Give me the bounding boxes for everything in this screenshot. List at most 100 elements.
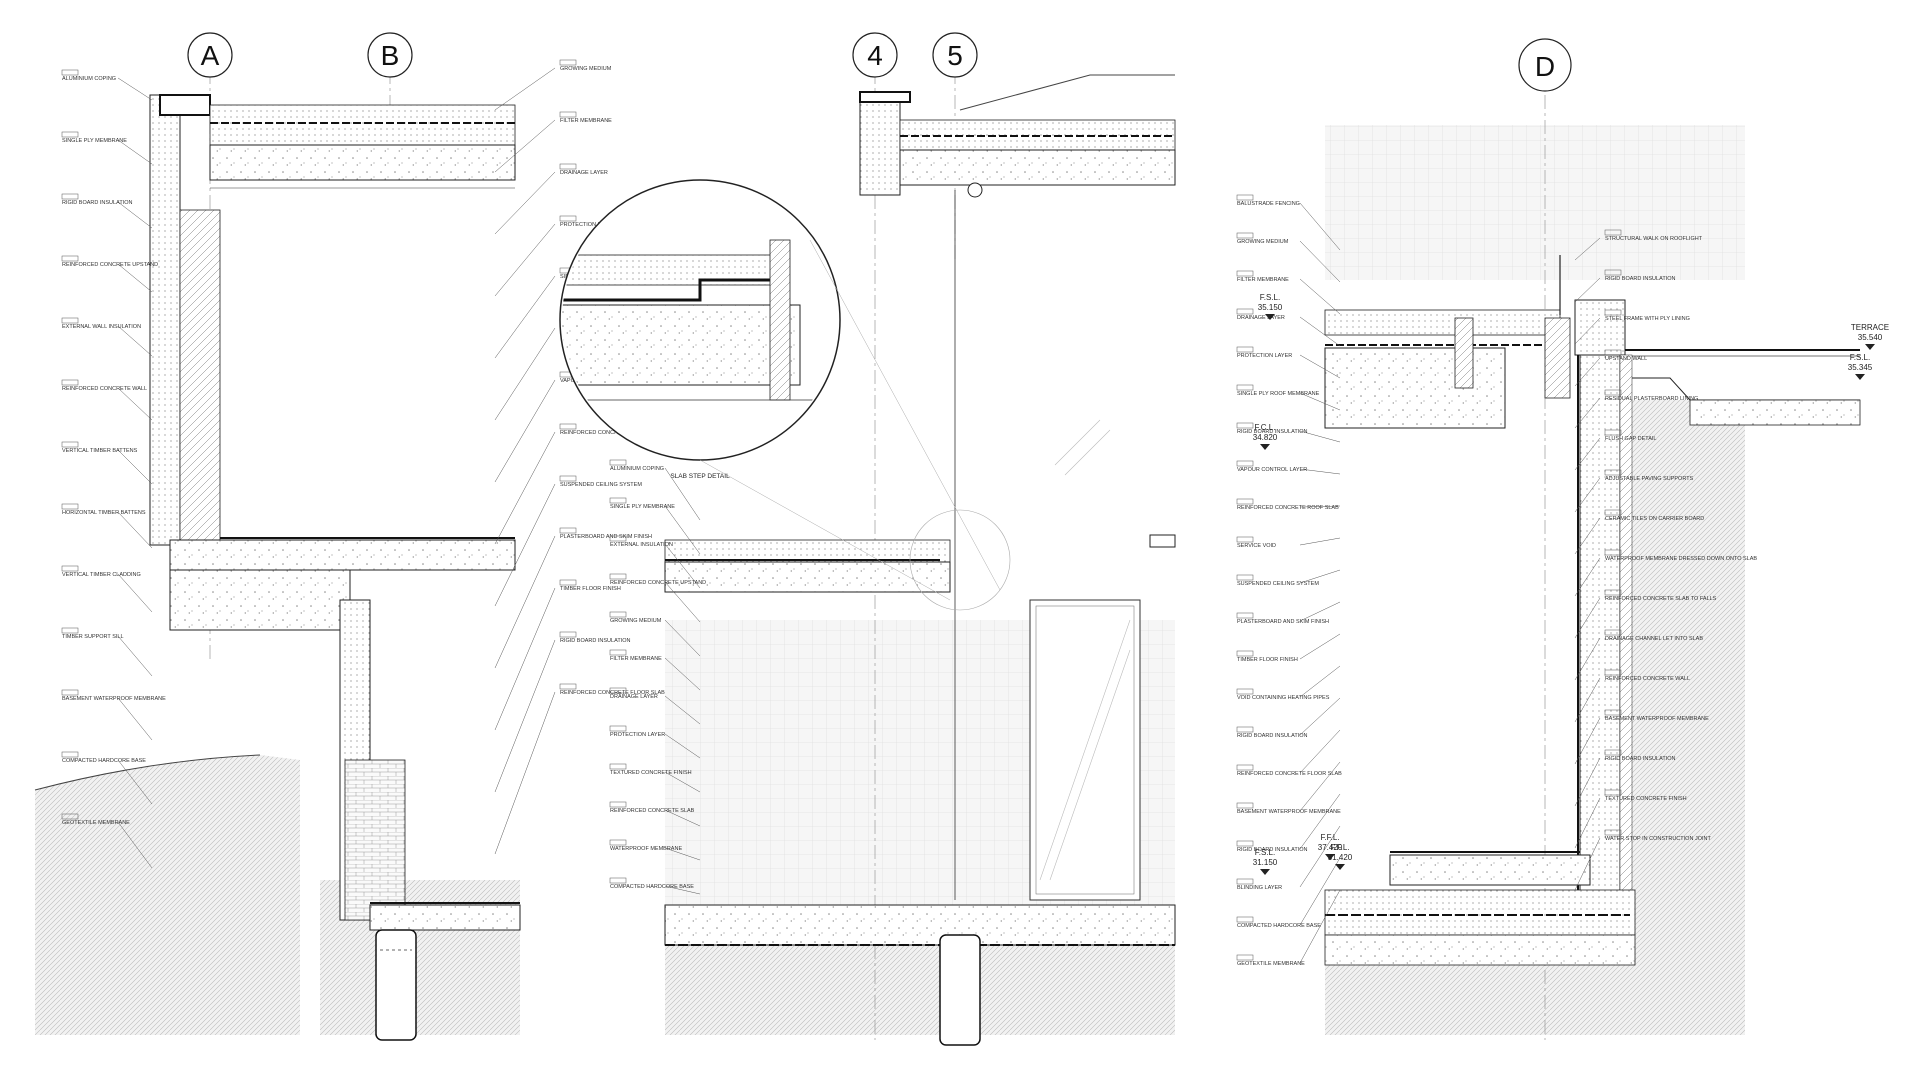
detail-1: ALUMINIUM COPING SINGLE PLY MEMBRANE RIGID…	[34, 59, 665, 1041]
annotation-label: REINFORCED CONCRETE SLAB	[610, 808, 695, 814]
level-value: 31.150	[1253, 858, 1278, 867]
annotation-label: GROWING MEDIUM	[610, 618, 662, 624]
annotation-label: STRUCTURAL WALK ON ROOFLIGHT	[1605, 236, 1703, 242]
annotation: RESIDUAL PLASTERBOARD LINING	[1574, 389, 1698, 429]
gridline-bubble-a: A	[187, 32, 233, 78]
annotation: RIGID BOARD INSULATION	[494, 631, 631, 793]
annotation-label: DRAINAGE LAYER	[560, 170, 608, 176]
annotation: TEXTURED CONCRETE FINISH	[1574, 789, 1687, 849]
annotation: BALUSTRADE FENCING	[1236, 194, 1341, 251]
annotation: TIMBER FLOOR FINISH	[1236, 633, 1341, 663]
annotation: GROWING MEDIUM	[494, 59, 612, 111]
level-marker: F.S.L.35.150	[1258, 293, 1283, 320]
ground-hatch	[35, 755, 300, 1035]
annotation: SUSPENDED CEILING SYSTEM	[1236, 569, 1341, 587]
annotation-label: STEEL FRAME WITH PLY LINING	[1605, 316, 1690, 322]
annotation: FILTER MEMBRANE	[609, 649, 701, 691]
annotation-label: ALUMINIUM COPING	[62, 76, 116, 82]
annotation-label: SUSPENDED CEILING SYSTEM	[560, 482, 642, 488]
annotation: REINFORCED CONCRETE UPSTAND	[609, 573, 706, 623]
annotation-label: BASEMENT WATERPROOF MEMBRANE	[1605, 716, 1709, 722]
gridline-bubble-5: 5	[932, 32, 978, 78]
annotation: SINGLE PLY ROOF MEMBRANE	[1236, 384, 1341, 411]
annotation-label: DRAINAGE LAYER	[610, 694, 658, 700]
annotation: RIGID BOARD INSULATION	[1236, 793, 1341, 853]
annotation: RIGID BOARD INSULATION	[1236, 422, 1341, 443]
annotation-label: PLASTERBOARD AND SKIM FINISH	[1237, 619, 1329, 625]
annotation: SERVICE VOID	[1236, 536, 1341, 549]
annotation-label: REINFORCED CONCRETE ROOF SLAB	[1237, 505, 1339, 511]
annotation: REINFORCED CONCRETE ROOF SLAB	[494, 423, 662, 545]
annotation: ADJUSTABLE PAVING SUPPORTS	[1574, 469, 1694, 513]
annotation: WATERPROOF MEMBRANE DRESSED DOWN ONTO SL…	[1574, 549, 1757, 597]
annotation-label: HORIZONTAL TIMBER BATTENS	[62, 510, 146, 516]
annotation: FILTER MEMBRANE	[1236, 270, 1341, 315]
annotation-label: GEOTEXTILE MEMBRANE	[62, 820, 130, 826]
annotation: REINFORCED CONCRETE SLAB TO FALLS	[1574, 589, 1717, 639]
annotation-label: ADJUSTABLE PAVING SUPPORTS	[1605, 476, 1694, 482]
annotation: GEOTEXTILE MEMBRANE	[61, 813, 153, 869]
level-tag: F.F.L.	[1320, 833, 1339, 842]
annotation-label: ALUMINIUM COPING	[610, 466, 664, 472]
level-marker: F.F.L.31.420	[1328, 843, 1353, 870]
annotation-label: WATERPROOF MEMBRANE	[610, 846, 682, 852]
annotation: REINFORCED CONCRETE FLOOR SLAB	[494, 683, 665, 855]
annotation-label: REINFORCED CONCRETE WALL	[1605, 676, 1690, 682]
annotation-label: TIMBER SUPPORT SILL	[62, 634, 124, 640]
annotation-label: REINFORCED CONCRETE SLAB TO FALLS	[1605, 596, 1717, 602]
annotation: TIMBER FLOOR FINISH	[494, 579, 621, 731]
annotation-label: BLINDING LAYER	[1237, 885, 1282, 891]
annotation: BLINDING LAYER	[1236, 825, 1341, 891]
annotation-label: RESIDUAL PLASTERBOARD LINING	[1605, 396, 1698, 402]
level-tag: TERRACE	[1851, 323, 1889, 332]
annotation-label: FILTER MEMBRANE	[1237, 277, 1289, 283]
gridline-bubble-4: 4	[852, 32, 898, 78]
annotation: PROTECTION LAYER	[1236, 346, 1341, 379]
annotation-label: REINFORCED CONCRETE UPSTAND	[610, 580, 706, 586]
annotation-label: VOID CONTAINING HEATING PIPES	[1237, 695, 1330, 701]
annotation: REINFORCED CONCRETE WALL	[1574, 669, 1690, 723]
annotation-label: TEXTURED CONCRETE FINISH	[610, 770, 692, 776]
annotation: UPSTAND WALL	[1574, 349, 1647, 387]
annotation: VOID CONTAINING HEATING PIPES	[1236, 665, 1341, 701]
annotation: SINGLE PLY MEMBRANE	[61, 131, 153, 165]
annotation-label: GROWING MEDIUM	[1237, 239, 1289, 245]
annotation-label: RIGID BOARD INSULATION	[560, 638, 631, 644]
annotation-label: FILTER MEMBRANE	[560, 118, 612, 124]
annotation-label: CERAMIC TILES ON CARRIER BOARD	[1605, 516, 1704, 522]
annotation-label: VERTICAL TIMBER CLADDING	[62, 572, 141, 578]
annotation-label: RIGID BOARD INSULATION	[1237, 429, 1308, 435]
annotation-label: VERTICAL TIMBER BATTENS	[62, 448, 138, 454]
annotation: REINFORCED CONCRETE FLOOR SLAB	[1236, 729, 1342, 777]
level-marker: F.F.L.37.420	[1318, 833, 1343, 860]
gridline-bubbles: A B 4 5 D	[187, 32, 1572, 92]
annotation: WATER STOP IN CONSTRUCTION JOINT	[1574, 829, 1711, 891]
annotation: PLASTERBOARD AND SKIM FINISH	[1236, 601, 1341, 625]
annotation-label: FLUSH GAP DETAIL	[1605, 436, 1656, 442]
annotation: GROWING MEDIUM	[1236, 232, 1341, 283]
annotation: DRAINAGE CHANNEL LET INTO SLAB	[1574, 629, 1703, 681]
annotation-label: FILTER MEMBRANE	[610, 656, 662, 662]
detail-2: SLAB STEP DETAIL ALUMINIUM COPINGSINGLE …	[559, 70, 1176, 1046]
annotation-label: WATER STOP IN CONSTRUCTION JOINT	[1605, 836, 1711, 842]
annotation: FILTER MEMBRANE	[494, 111, 612, 173]
annotation: ALUMINIUM COPING	[609, 459, 701, 521]
annotation: BASEMENT WATERPROOF MEMBRANE	[1236, 761, 1341, 815]
annotation: SINGLE PLY MEMBRANE	[609, 497, 701, 555]
annotation: EXTERNAL INSULATION	[609, 535, 701, 589]
annotation: TEXTURED CONCRETE FINISH	[609, 763, 701, 793]
annotation: VERTICAL TIMBER CLADDING	[61, 565, 153, 613]
annotation: VAPOUR CONTROL LAYER	[1236, 460, 1341, 475]
annotation-label: VAPOUR CONTROL LAYER	[1237, 467, 1307, 473]
annotation-label: SINGLE PLY MEMBRANE	[610, 504, 675, 510]
annotation-label: EXTERNAL INSULATION	[610, 542, 673, 548]
annotation-label: EXTERNAL WALL INSULATION	[62, 324, 141, 330]
annotation: TIMBER SUPPORT SILL	[61, 627, 153, 677]
annotation-label: RIGID BOARD INSULATION	[1237, 733, 1308, 739]
svg-text:B: B	[381, 40, 400, 71]
level-tag: F.F.L.	[1330, 843, 1349, 852]
annotation-label: RIGID BOARD INSULATION	[1237, 847, 1308, 853]
annotation: STRUCTURAL WALK ON ROOFLIGHT	[1574, 229, 1703, 261]
